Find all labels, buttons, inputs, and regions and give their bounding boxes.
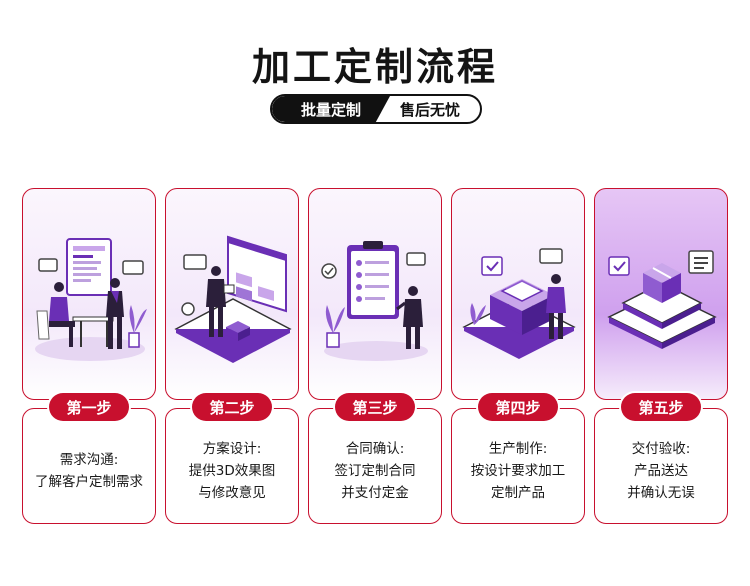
tag-after-sales: 售后无忧 (399, 100, 460, 119)
process-steps: 第一步 需求沟通: 了解客户定制需求 (22, 188, 728, 524)
meeting-illustration-icon (35, 238, 147, 361)
step-1-badge: 第一步 (49, 393, 129, 421)
step-4-badge: 第四步 (478, 393, 558, 421)
step-2-line-1: 方案设计: (202, 441, 262, 457)
step-4: 第四步 生产制作: 按设计要求加工 定制产品 (451, 188, 585, 524)
step-5-badge: 第五步 (621, 393, 701, 421)
step-2-line-3: 与修改意见 (198, 485, 266, 501)
page-title: 加工定制流程 (251, 45, 498, 89)
step-3-line-3: 并支付定金 (341, 485, 409, 501)
tag-batch-custom: 批量定制 (272, 96, 390, 122)
step-2-line-2: 提供3D效果图 (188, 463, 276, 479)
production-illustration-icon (462, 248, 576, 359)
design-illustration-icon (174, 235, 292, 363)
tag-pill: 批量定制 售后无忧 (270, 94, 482, 124)
step-4-description-card: 生产制作: 按设计要求加工 定制产品 (451, 408, 585, 524)
step-1-line-2: 了解客户定制需求 (35, 474, 143, 490)
step-5-description-card: 交付验收: 产品送达 并确认无误 (594, 408, 728, 524)
step-2-badge: 第二步 (192, 393, 272, 421)
step-4-line-2: 按设计要求加工 (470, 463, 566, 479)
step-4-line-1: 生产制作: (488, 441, 548, 457)
step-3-line-2: 签订定制合同 (334, 463, 416, 479)
step-5-line-3: 并确认无误 (627, 485, 695, 501)
contract-illustration-icon (321, 241, 428, 361)
step-1: 第一步 需求沟通: 了解客户定制需求 (22, 188, 156, 524)
step-4-image-card (451, 188, 585, 400)
step-5: 第五步 交付验收: 产品送达 并确认无误 (594, 188, 728, 524)
step-2: 第二步 方案设计: 提供3D效果图 与修改意见 (165, 188, 299, 524)
step-3-image-card (308, 188, 442, 400)
step-1-line-1: 需求沟通: (59, 452, 119, 468)
step-2-image-card (165, 188, 299, 400)
step-5-line-1: 交付验收: (631, 441, 691, 457)
step-3-description-card: 合同确认: 签订定制合同 并支付定金 (308, 408, 442, 524)
step-3-badge: 第三步 (335, 393, 415, 421)
step-2-description-card: 方案设计: 提供3D效果图 与修改意见 (165, 408, 299, 524)
step-5-line-2: 产品送达 (634, 463, 688, 479)
step-1-description-card: 需求沟通: 了解客户定制需求 (22, 408, 156, 524)
step-3: 第三步 合同确认: 签订定制合同 并支付定金 (308, 188, 442, 524)
step-1-image-card (22, 188, 156, 400)
step-5-image-card (594, 188, 728, 400)
step-3-line-1: 合同确认: (345, 441, 405, 457)
delivery-illustration-icon (607, 250, 717, 349)
step-4-line-3: 定制产品 (491, 485, 545, 501)
